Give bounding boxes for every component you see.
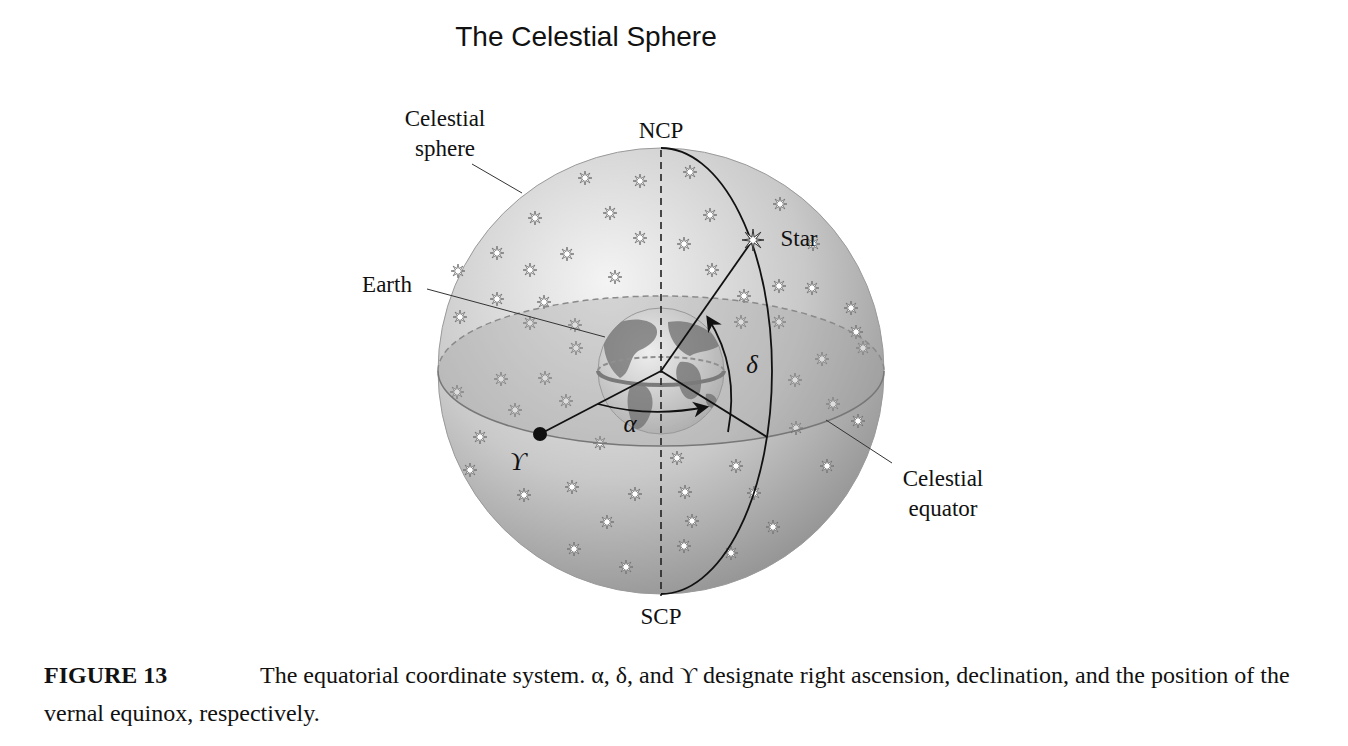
target-star — [742, 229, 764, 251]
vernal-equinox-dot — [533, 427, 547, 441]
background-star — [678, 485, 692, 499]
background-star — [578, 171, 592, 185]
background-star — [633, 174, 647, 188]
background-star — [677, 237, 691, 251]
alpha-arrow — [598, 404, 706, 412]
background-star — [773, 197, 787, 211]
earth-label: Earth — [362, 270, 412, 300]
polar-axis — [660, 150, 662, 596]
background-star — [463, 463, 477, 477]
star-label: Star — [780, 224, 817, 254]
caption-block: FIGURE 13The equatorial coordinate syste… — [44, 656, 1314, 732]
equator-leader — [826, 420, 892, 463]
figure-caption: The equatorial coordinate system. α, δ, … — [44, 662, 1290, 726]
equator-label: Celestial equator — [878, 464, 1008, 524]
background-star — [805, 281, 819, 295]
angle-symbol: α — [623, 408, 636, 441]
background-star — [523, 263, 537, 277]
pole-label: SCP — [641, 602, 682, 632]
background-star — [683, 165, 697, 179]
background-star — [451, 264, 465, 278]
hour-circle — [661, 148, 772, 594]
background-star — [565, 480, 579, 494]
background-star — [490, 292, 504, 306]
sphere-label: Celestial sphere — [385, 104, 505, 164]
background-star — [729, 459, 743, 473]
background-star — [603, 206, 617, 220]
background-star — [705, 263, 719, 277]
angle-symbol: δ — [746, 349, 758, 382]
background-star — [670, 451, 684, 465]
background-star — [528, 211, 542, 225]
background-star — [600, 515, 614, 529]
background-star — [560, 247, 574, 261]
star-line — [661, 241, 752, 371]
earth-leader — [427, 289, 605, 337]
background-star — [772, 279, 786, 293]
background-star — [766, 520, 780, 534]
background-star — [844, 301, 858, 315]
background-star — [633, 231, 647, 245]
background-star — [490, 246, 504, 260]
background-star — [628, 487, 642, 501]
delta-arrow — [708, 318, 731, 432]
figure-title: The Celestial Sphere — [455, 21, 716, 53]
pole-label: NCP — [639, 116, 684, 146]
background-star — [567, 542, 581, 556]
background-star — [517, 488, 531, 502]
background-star — [703, 208, 717, 222]
equator-point-line — [661, 371, 767, 437]
background-star — [677, 539, 691, 553]
background-star — [851, 414, 865, 428]
background-star — [453, 310, 467, 324]
star-symbol — [742, 229, 764, 251]
background-star — [608, 270, 622, 284]
background-star — [619, 560, 633, 574]
equinox-line — [540, 371, 661, 434]
equinox-symbol: ϒ — [510, 446, 526, 479]
background-star — [473, 430, 487, 444]
sphere-leader — [472, 164, 522, 193]
background-star — [685, 514, 699, 528]
background-star — [820, 459, 834, 473]
figure-number: FIGURE 13 — [44, 656, 260, 694]
